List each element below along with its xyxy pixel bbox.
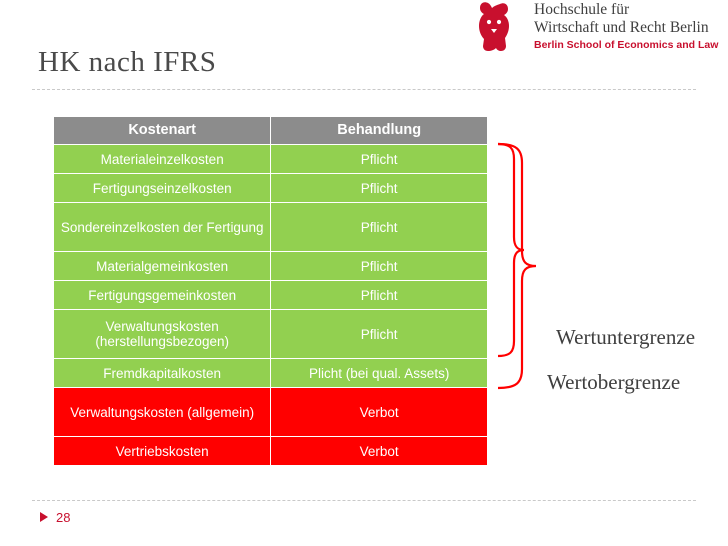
cell-behandlung: Pflicht	[271, 145, 487, 173]
cell-kostenart: Fertigungseinzelkosten	[54, 174, 271, 202]
annotation-wertuntergrenze: Wertuntergrenze	[556, 325, 696, 349]
logo-wordmark: Hochschule für Wirtschaft und Recht Berl…	[534, 1, 728, 53]
title-divider	[32, 89, 696, 90]
cell-behandlung: Verbot	[271, 388, 487, 436]
logo-line-2: Wirtschaft und Recht Berlin	[534, 19, 709, 36]
cost-type-table: Kostenart Behandlung Materialeinzelkoste…	[53, 116, 488, 466]
page-title: HK nach IFRS	[38, 46, 217, 78]
page-number: 28	[56, 510, 71, 525]
table-row: Verwaltungskosten (herstellungsbezogen)P…	[54, 310, 487, 358]
cell-kostenart: Materialgemeinkosten	[54, 252, 271, 280]
cell-kostenart: Verwaltungskosten (allgemein)	[54, 388, 271, 436]
cell-behandlung: Plicht (bei qual. Assets)	[271, 359, 487, 387]
logo-line-3: Berlin School of Economics and Law	[534, 39, 719, 51]
logo-line-1: Hochschule für	[534, 1, 630, 18]
table-row: Verwaltungskosten (allgemein)Verbot	[54, 388, 487, 436]
cell-kostenart: Fertigungsgemeinkosten	[54, 281, 271, 309]
table-header-row: Kostenart Behandlung	[54, 117, 487, 144]
footer-divider	[32, 500, 696, 501]
cell-behandlung: Pflicht	[271, 203, 487, 251]
column-header-kostenart: Kostenart	[54, 117, 271, 144]
institution-logo: Hochschule für Wirtschaft und Recht Berl…	[460, 0, 728, 56]
annotation-wertobergrenze: Wertobergrenze	[547, 370, 681, 394]
cell-kostenart: Vertriebskosten	[54, 437, 271, 465]
cell-behandlung: Verbot	[271, 437, 487, 465]
cell-kostenart: Fremdkapitalkosten	[54, 359, 271, 387]
cell-behandlung: Pflicht	[271, 310, 487, 358]
cell-kostenart: Verwaltungskosten (herstellungsbezogen)	[54, 310, 271, 358]
footer-triangle-icon	[40, 512, 48, 522]
wertobergrenze-bracket-icon	[497, 142, 537, 390]
cell-behandlung: Pflicht	[271, 252, 487, 280]
column-header-behandlung: Behandlung	[271, 117, 487, 144]
cell-behandlung: Pflicht	[271, 281, 487, 309]
bear-icon	[479, 2, 509, 51]
cell-behandlung: Pflicht	[271, 174, 487, 202]
cell-kostenart: Sondereinzelkosten der Fertigung	[54, 203, 271, 251]
cell-kostenart: Materialeinzelkosten	[54, 145, 271, 173]
wertuntergrenze-bracket-icon	[497, 142, 525, 358]
